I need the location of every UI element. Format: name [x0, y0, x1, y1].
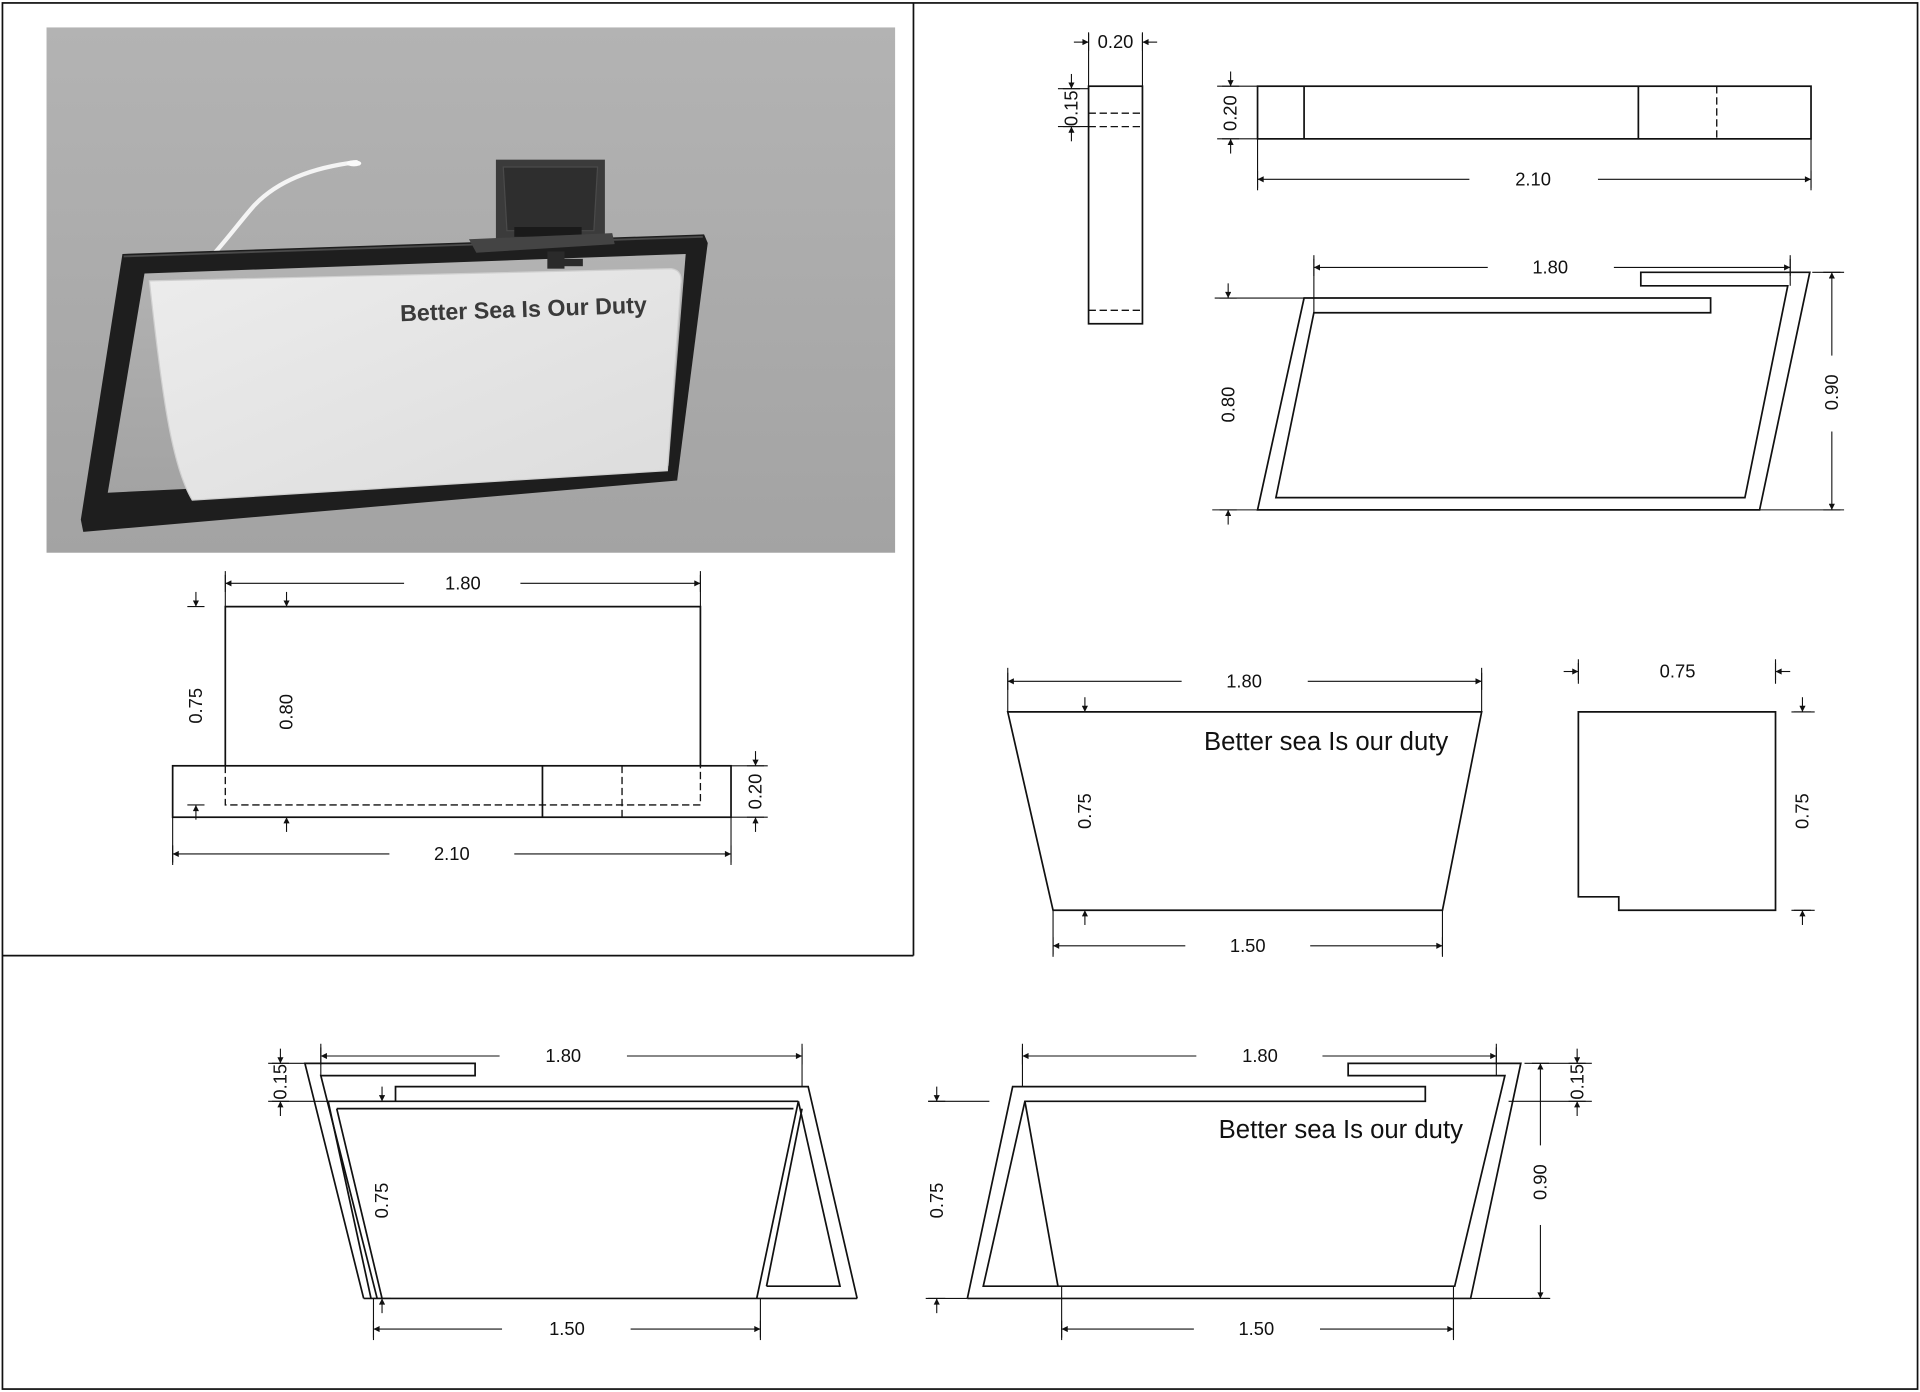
dim-front-width: 1.80: [445, 572, 481, 593]
dim-section-right-width: 1.80: [1242, 1045, 1278, 1066]
section-right-outline: [966, 1062, 1522, 1300]
lamp-head: [346, 160, 362, 167]
dim-panel-bottom-width: 1.50: [1230, 935, 1266, 956]
monitor-bevel: [502, 166, 599, 232]
front-elevation-back-panel: [224, 605, 702, 766]
dim-section-left-bottom-width: 1.50: [549, 1318, 585, 1339]
section-left-panel-edge: [755, 1101, 800, 1299]
dim-side-width: 0.20: [1098, 31, 1134, 52]
monitor-mount: [514, 227, 582, 237]
section-right-slogan: Better sea Is our duty: [1219, 1116, 1463, 1144]
dim-frame-height-left: 0.80: [1217, 387, 1238, 423]
front-elevation: [171, 605, 732, 819]
monitor-stand: [547, 251, 565, 269]
dim-frame-height-right: 0.90: [1821, 374, 1842, 410]
frame-elevation-outline: [1256, 271, 1811, 511]
dim-side-panel-height: 0.75: [1792, 793, 1813, 829]
dim-section-left-lip: 0.15: [270, 1064, 291, 1100]
front-panel: [148, 268, 682, 501]
dim-side-panel-width: 0.75: [1660, 661, 1696, 682]
dim-front-base-depth: 0.20: [745, 774, 766, 810]
section-right-panel-edge: [1024, 1101, 1059, 1287]
side-view: [1087, 85, 1144, 325]
dimension-layer: [172, 32, 1845, 1341]
monitor-shelf: [468, 233, 615, 253]
dim-side-lip: 0.15: [1061, 90, 1082, 126]
front-elevation-hidden-line: [224, 765, 702, 806]
top-view-outline: [1256, 85, 1812, 140]
dim-section-right-lip: 0.15: [1566, 1064, 1587, 1100]
front-elevation-base: [171, 764, 732, 819]
dim-frame-width: 1.80: [1532, 257, 1568, 278]
dim-top-depth: 0.20: [1220, 95, 1241, 131]
section-left-outer-wall: [303, 1062, 476, 1299]
desk-lamp-icon: [208, 159, 359, 260]
dim-front-base-length: 2.10: [434, 843, 470, 864]
dim-section-left-height: 0.75: [371, 1183, 392, 1219]
section-left: [303, 1062, 858, 1300]
section-left-panel-edge: [765, 1108, 803, 1287]
dim-top-length: 2.10: [1515, 168, 1551, 189]
section-left-panel-edge: [327, 1101, 372, 1299]
section-left-inner-wall: [766, 1101, 842, 1288]
top-view: [1256, 85, 1812, 140]
dim-panel-top-width: 1.80: [1226, 670, 1262, 691]
dim-section-right-height-total: 0.90: [1530, 1164, 1551, 1200]
side-panel-outline: [1577, 711, 1777, 912]
dim-section-left-width: 1.80: [545, 1045, 581, 1066]
section-right: [966, 1062, 1522, 1300]
monitor-stand-foot: [563, 258, 583, 267]
dim-section-right-bottom-width: 1.50: [1238, 1318, 1274, 1339]
dim-panel-height: 0.75: [1074, 793, 1095, 829]
side-view-outline: [1087, 85, 1144, 325]
section-left-panel-edge: [335, 1108, 383, 1299]
dim-front-height-back: 0.75: [185, 688, 206, 724]
panel-slogan: Better sea Is our duty: [1204, 728, 1448, 756]
dim-section-right-height: 0.75: [926, 1183, 947, 1219]
render-3d-view: Better Sea Is Our Duty: [46, 27, 896, 553]
section-left-top-rail: [394, 1085, 858, 1299]
dim-front-height-panel: 0.80: [276, 694, 297, 730]
